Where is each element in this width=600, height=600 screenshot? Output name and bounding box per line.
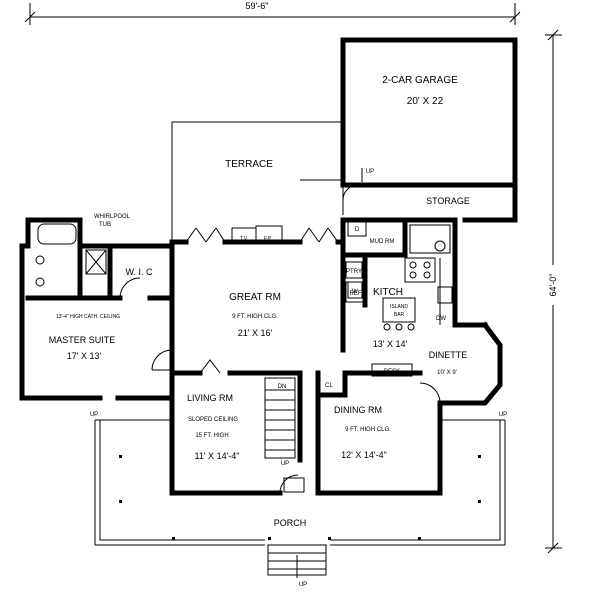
washer-label: W — [352, 289, 358, 295]
dinette: DINETTE 10' X 9' DESK — [371, 350, 468, 404]
sink-icon — [35, 277, 45, 287]
mud-room-label: MUD RM — [370, 239, 395, 245]
great-room-size: 21' X 16' — [238, 328, 273, 338]
fireplace-icon — [255, 225, 283, 245]
ref-label: REF. — [349, 291, 362, 297]
depth-dimension: 64'-0" — [545, 29, 562, 554]
island-bar — [382, 297, 416, 323]
whirlpool-label: WHIRLPOOL — [94, 214, 131, 220]
sink-icon — [35, 255, 45, 265]
kitchen-area: D MUD RM PTRY W REF. DW KITCH ISLAND BAR… — [340, 217, 453, 349]
dining-room: CL DINING RM 9 FT. HIGH CLG. 12' X 14'-4… — [315, 370, 423, 496]
bar-label: BAR — [394, 312, 405, 318]
porch-up-label: UP — [299, 582, 307, 588]
porch: PORCH UP UP UP — [90, 412, 507, 588]
right-up-label: UP — [499, 412, 507, 418]
kitchen-name: KITCH — [373, 287, 403, 298]
terrace: TERRACE — [171, 121, 343, 240]
dining-room-name: DINING RM — [334, 405, 382, 415]
living-room-size: 11' X 14'-4" — [195, 451, 240, 461]
wic-label: W. I. C — [126, 267, 154, 277]
living-room-name: LIVING RM — [187, 393, 233, 403]
tv-label: T.V. — [240, 236, 248, 242]
cooktop-icon — [404, 257, 436, 283]
dinette-name: DINETTE — [429, 350, 468, 360]
terrace-name: TERRACE — [225, 159, 273, 170]
toilet-icon — [434, 240, 446, 252]
depth-dimension-label: 64'-0" — [548, 274, 558, 297]
garage-size: 20' X 22 — [407, 96, 444, 107]
width-dimension: 59'-6" — [24, 0, 521, 25]
whirlpool-tub-icon — [37, 223, 77, 245]
foyer-door — [283, 477, 305, 493]
dining-room-note: 9 FT. HIGH CLG. — [345, 427, 391, 433]
stair-up-label: UP — [281, 461, 289, 467]
dryer-label: D — [355, 227, 360, 233]
great-room-note: 9 FT. HIGH CLG. — [232, 314, 278, 320]
garage-name: 2-CAR GARAGE — [382, 75, 458, 86]
garage: 2-CAR GARAGE 20' X 22 STORAGE UP — [340, 37, 518, 223]
pantry-label: PTRY — [346, 269, 362, 275]
kitchen-sink-icon — [437, 286, 453, 304]
shower-icon — [85, 249, 107, 275]
great-room-name: GREAT RM — [229, 292, 281, 303]
island-label: ISLAND — [390, 304, 408, 310]
width-dimension-label: 59'-6" — [246, 1, 269, 11]
refrigerator-box — [345, 281, 367, 303]
master-size: 17' X 13' — [67, 351, 102, 361]
dinette-size: 10' X 9' — [437, 370, 457, 376]
fp-label: F.P. — [264, 236, 272, 242]
garage-up-label: UP — [366, 169, 374, 175]
tub-label: TUB — [99, 222, 111, 228]
living-room: DN UP LIVING RM SLOPED CEILING 15 FT. HI… — [169, 359, 305, 494]
desk-box — [371, 363, 413, 377]
exterior-walls — [169, 217, 503, 496]
closet-label: CL — [325, 383, 333, 389]
great-room: T.V. F.P. GREAT RM 9 FT. HIGH CLG. 21' X… — [185, 225, 339, 338]
living-room-note1: SLOPED CEILING — [188, 417, 238, 423]
dining-room-size: 12' X 14'-4" — [341, 450, 387, 460]
kitchen-size: 13' X 14' — [373, 339, 408, 349]
pantry-box — [345, 261, 363, 279]
master-name: MASTER SUITE — [49, 335, 116, 345]
left-up-label: UP — [90, 412, 98, 418]
master-suite: WHIRLPOOL TUB W. I. C 13'-4" HIGH CATH. … — [19, 214, 175, 401]
living-room-note2: 15 FT. HIGH — [195, 433, 228, 439]
porch-name: PORCH — [274, 518, 307, 528]
stair-dn-label: DN — [278, 384, 287, 390]
dw-label: DW — [436, 316, 446, 322]
storage-name: STORAGE — [426, 196, 470, 206]
master-note: 13'-4" HIGH CATH. CEILING — [56, 314, 120, 320]
powder-room — [409, 224, 451, 254]
staircase — [264, 377, 296, 459]
dryer-box — [347, 219, 367, 237]
